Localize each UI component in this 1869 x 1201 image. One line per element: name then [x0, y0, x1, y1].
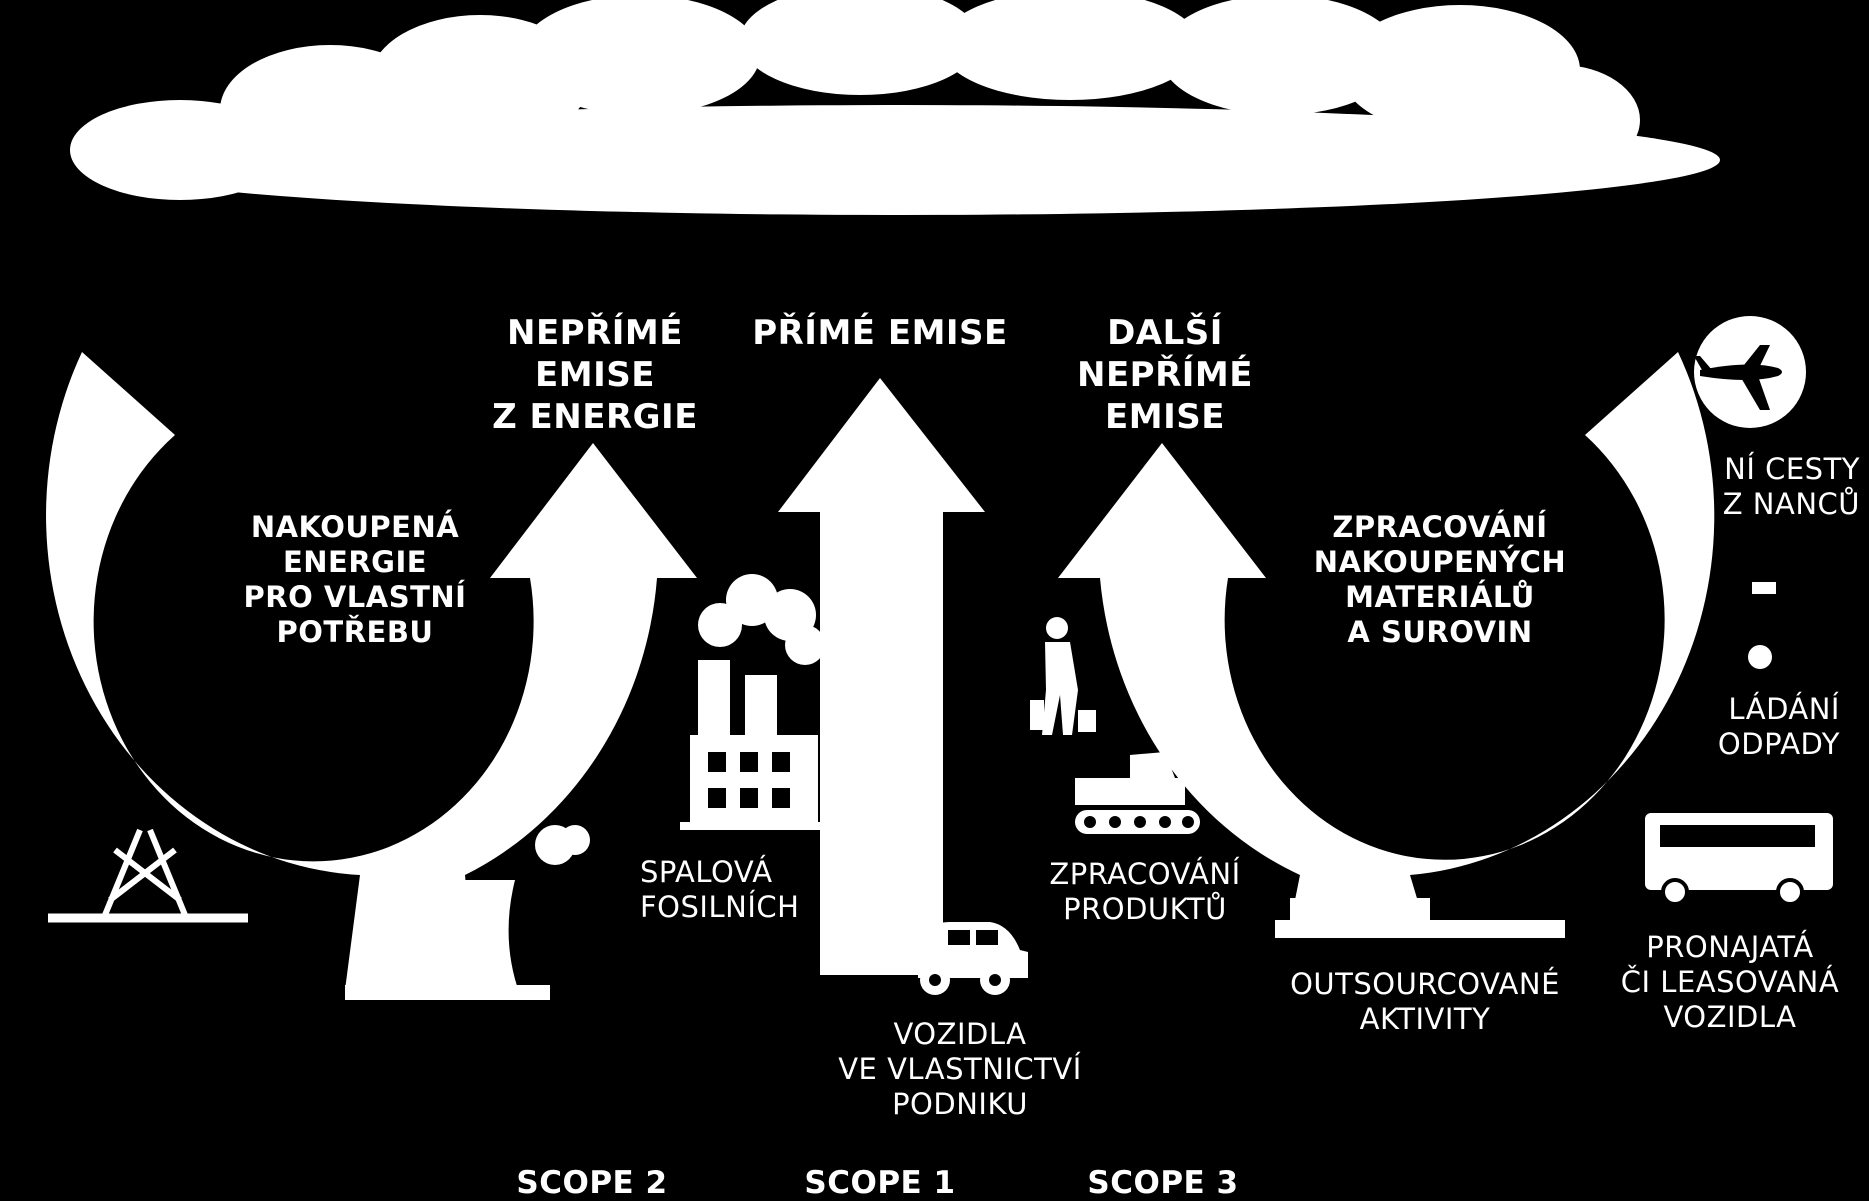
heading-indirect-energy: NEPŘÍMÉ EMISE Z ENERGIE: [470, 312, 720, 438]
label-waste: LÁDÁNÍ ODPADY: [1640, 692, 1840, 762]
scope2-label: SCOPE 2: [492, 1165, 692, 1201]
label-owned-vehicles: VOZIDLA VE VLASTNICTVÍ PODNIKU: [820, 1017, 1100, 1122]
heading-direct-emissions: PŘÍMÉ EMISE: [745, 312, 1015, 354]
scope1-label: SCOPE 1: [780, 1165, 980, 1201]
car-icon: [918, 922, 1028, 995]
label-purchased-energy: NAKOUPENÁ ENERGIE PRO VLASTNÍ POTŘEBU: [195, 510, 515, 650]
garbage-truck-icon: [1748, 582, 1776, 669]
cloud-icon: [70, 0, 1720, 215]
label-processing-materials: ZPRACOVÁNÍ NAKOUPENÝCH MATERIÁLŮ A SUROV…: [1280, 510, 1600, 650]
label-leased-vehicles: PRONAJATÁ ČI LEASOVANÁ VOZIDLA: [1600, 930, 1860, 1035]
factory-icon: [680, 574, 825, 830]
indirect-energy-arrow: [46, 352, 697, 1000]
bus-icon: [1645, 813, 1833, 904]
power-pylon-icon: [48, 830, 248, 918]
label-outsourced: OUTSOURCOVANÉ AKTIVITY: [1270, 967, 1580, 1037]
scope3-label: SCOPE 3: [1063, 1165, 1263, 1201]
label-product-processing: ZPRACOVÁNÍ PRODUKTŮ: [1020, 857, 1270, 927]
worker-icon: [1030, 617, 1096, 735]
label-business-travel: NÍ CESTY Z NANCŮ: [1600, 452, 1860, 522]
heading-other-indirect: DALŠÍ NEPŘÍMÉ EMISE: [1050, 312, 1280, 438]
label-fossil-fuel: SPALOVÁ FOSILNÍCH: [640, 855, 820, 925]
airplane-icon: [1694, 316, 1806, 428]
